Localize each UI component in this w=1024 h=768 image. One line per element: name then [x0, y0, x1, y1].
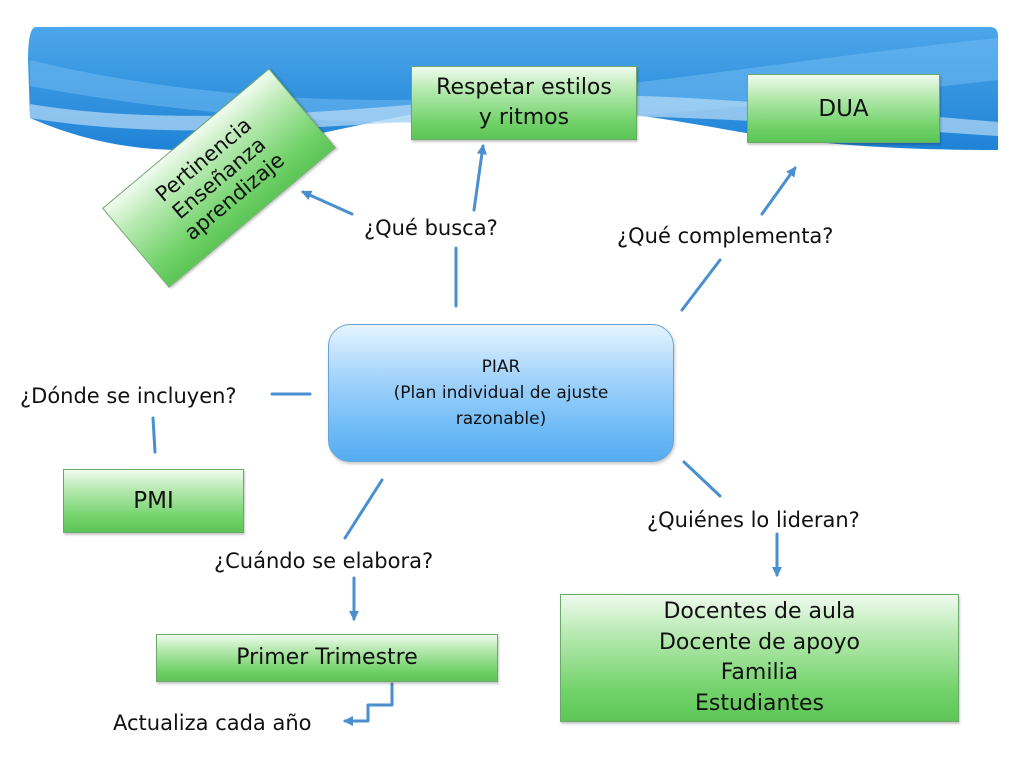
pmi-box: PMI [63, 469, 244, 533]
primer-trimestre-text: Primer Trimestre [236, 645, 418, 670]
label-actualiza-cada-ano: Actualiza cada año [113, 711, 312, 735]
piar-node-text: PIAR (Plan individual de ajuste razonabl… [393, 357, 609, 429]
label-que-complementa: ¿Qué complementa? [617, 224, 834, 248]
label-quienes-lo-lideran: ¿Quiénes lo lideran? [647, 508, 860, 532]
dua-box: DUA [747, 74, 940, 143]
docentes-box: Docentes de aula Docente de apoyo Famili… [560, 594, 959, 722]
respetar-estilos-box: Respetar estilos y ritmos [411, 66, 637, 140]
pmi-text: PMI [133, 488, 174, 514]
label-donde-se-incluyen: ¿Dónde se incluyen? [20, 384, 237, 408]
docentes-text: Docentes de aula Docente de apoyo Famili… [658, 599, 860, 716]
piar-node: PIAR (Plan individual de ajuste razonabl… [328, 324, 674, 462]
dua-text: DUA [818, 95, 869, 122]
respetar-estilos-text: Respetar estilos y ritmos [436, 75, 612, 130]
primer-trimestre-box: Primer Trimestre [156, 634, 498, 682]
label-que-busca: ¿Qué busca? [364, 216, 498, 240]
label-cuando-se-elabora: ¿Cuándo se elabora? [214, 549, 434, 573]
